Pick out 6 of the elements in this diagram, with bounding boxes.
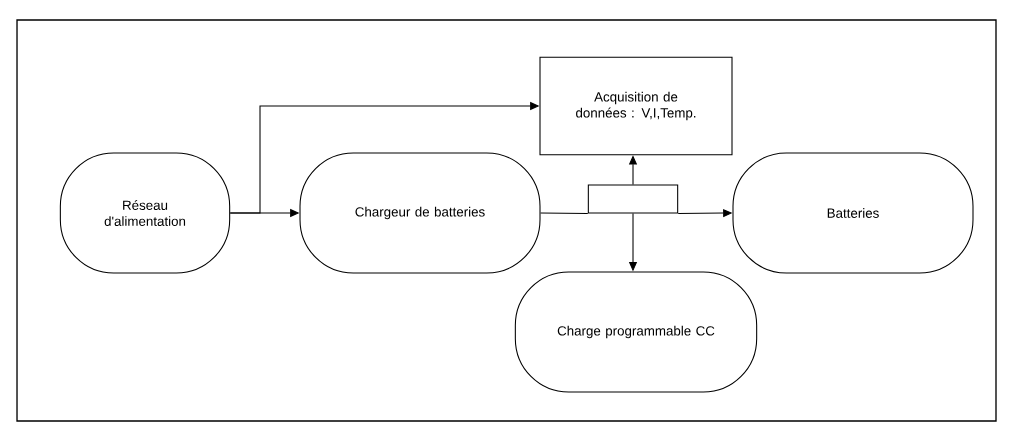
- process-box: Acquisition de données : V,I,Temp.: [539, 56, 733, 156]
- rounded-box: Batteries: [732, 152, 974, 274]
- rounded-box: Charge programmable CC: [514, 271, 758, 393]
- rounded-box: Chargeur de batteries: [299, 152, 541, 274]
- rounded-box: Réseau d'alimentation: [59, 152, 231, 274]
- sensor-box: [587, 184, 679, 214]
